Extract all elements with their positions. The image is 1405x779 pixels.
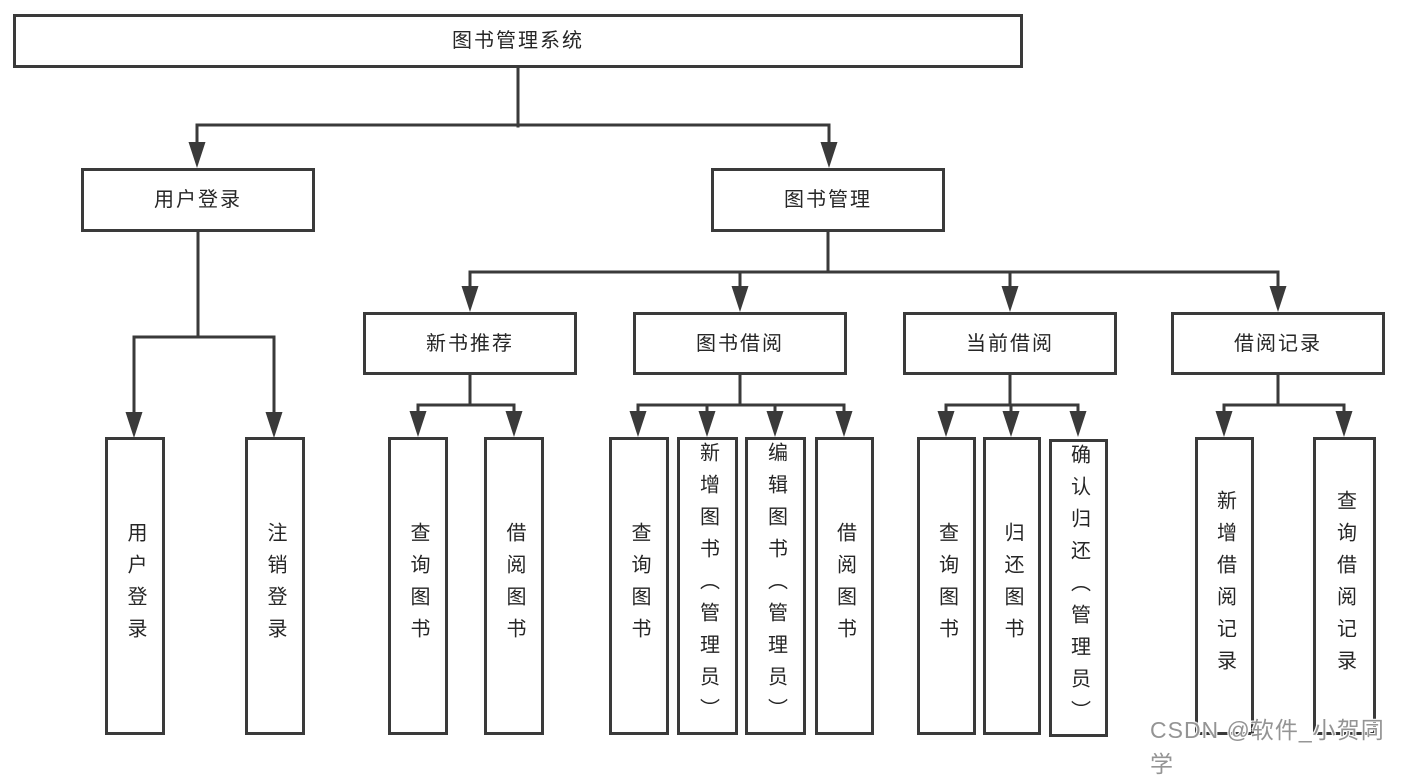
module-node-new-book-recommend: 新书推荐	[363, 312, 577, 375]
arrowhead-icon	[188, 142, 206, 168]
arrowhead-icon	[731, 286, 749, 312]
arrowhead-icon	[1002, 411, 1020, 437]
watermark: CSDN @软件_小贺同学	[1150, 717, 1385, 777]
arrowhead-icon	[505, 411, 523, 437]
root-node: 图书管理系统	[13, 14, 1023, 68]
branch-node-user-login: 用户登录	[81, 168, 315, 232]
leaf-node-edit-book-admin: 编辑图书（管理员）	[745, 437, 806, 735]
arrowhead-icon	[125, 412, 143, 438]
arrowhead-icon	[937, 411, 955, 437]
leaf-node-query-books-current: 查询图书	[917, 437, 976, 735]
leaf-node-query-books-borrow: 查询图书	[609, 437, 669, 735]
module-node-borrow-records: 借阅记录	[1171, 312, 1385, 375]
arrowhead-icon	[409, 411, 427, 437]
arrowhead-icon	[820, 142, 838, 168]
module-node-book-borrow: 图书借阅	[633, 312, 847, 375]
arrowhead-icon	[766, 411, 784, 437]
leaf-node-add-borrow-record: 新增借阅记录	[1195, 437, 1254, 735]
diagram-canvas: 图书管理系统 用户登录 图书管理 新书推荐 图书借阅 当前借阅 借阅记录 用户登…	[13, 14, 1385, 777]
leaf-node-return-books: 归还图书	[983, 437, 1041, 735]
arrowhead-icon	[835, 411, 853, 437]
arrowhead-icon	[1335, 411, 1353, 437]
branch-node-book-management: 图书管理	[711, 168, 945, 232]
leaf-node-borrow-books: 借阅图书	[815, 437, 874, 735]
leaf-node-add-book-admin: 新增图书（管理员）	[677, 437, 738, 735]
leaf-node-query-borrow-record: 查询借阅记录	[1313, 437, 1376, 735]
arrowhead-icon	[629, 411, 647, 437]
arrowhead-icon	[1001, 286, 1019, 312]
arrowhead-icon	[265, 412, 283, 438]
leaf-node-logout: 注销登录	[245, 437, 305, 735]
leaf-node-confirm-return-admin: 确认归还（管理员）	[1049, 439, 1108, 737]
module-node-current-borrow: 当前借阅	[903, 312, 1117, 375]
arrowhead-icon	[1269, 286, 1287, 312]
leaf-node-query-books-recommend: 查询图书	[388, 437, 448, 735]
leaf-node-borrow-books-recommend: 借阅图书	[484, 437, 544, 735]
arrowhead-icon	[1069, 411, 1087, 437]
arrowhead-icon	[461, 286, 479, 312]
leaf-node-user-login: 用户登录	[105, 437, 165, 735]
arrowhead-icon	[698, 411, 716, 437]
arrowhead-icon	[1215, 411, 1233, 437]
